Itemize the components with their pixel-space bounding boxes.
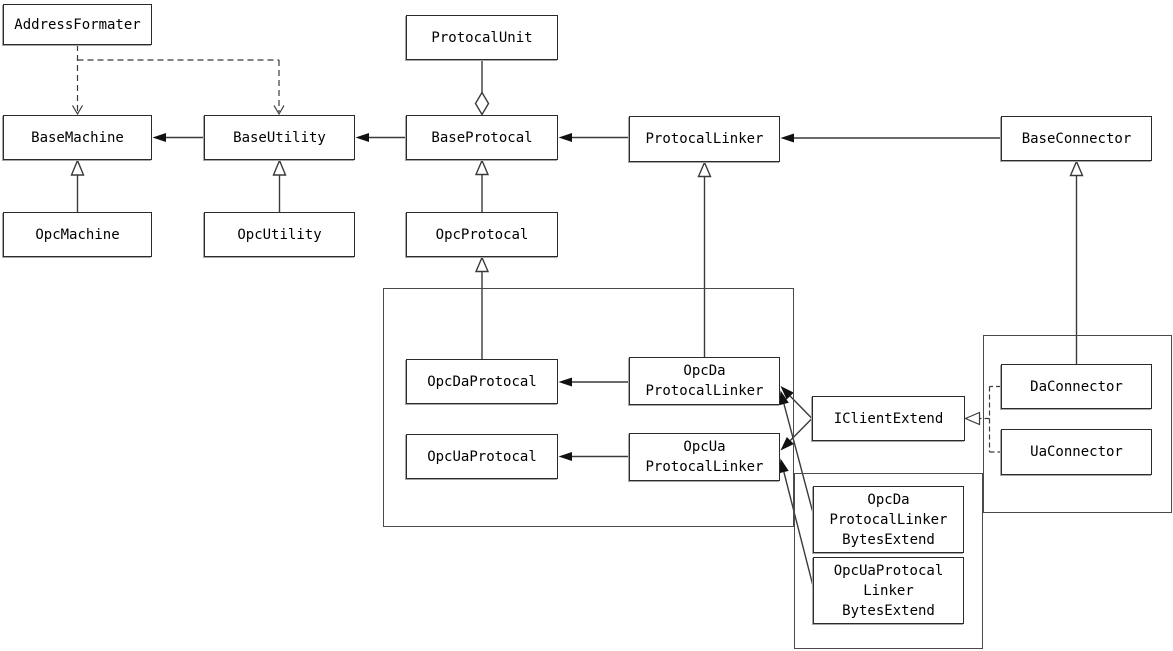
group-opc-protocal-implementations [383,288,794,527]
edge-opcdalinker-protocallinker [697,160,712,357]
class-box-opcdaprotocallinkerbytesextend: OpcDa ProtocalLinker BytesExtend [813,486,964,553]
class-label: BaseUtility [233,129,326,146]
class-box-baseutility: BaseUtility [204,115,355,160]
edge-opcdabytesextend-opcdalinker [779,390,814,514]
class-box-opcdaprotocallinker: OpcDa ProtocalLinker [629,357,780,405]
edge-addressformater-baseutility [77,59,285,116]
edge-baseutility-basemachine [152,133,204,142]
class-label: ProtocalLinker [645,383,764,399]
class-box-protocalunit: ProtocalUnit [406,15,558,60]
class-label: OpcDa [683,363,726,379]
class-box-opcmachine: OpcMachine [3,212,152,257]
edge-opcdaprotocal-opcprotocal [474,255,490,359]
class-label: IClientExtend [833,410,944,427]
edge-daconnector-baseconnector [1069,159,1084,364]
class-label: ProtocalLinker [829,511,948,528]
edge-addressformater-basemachine [71,45,84,116]
edge-opcualinker-opcuaprotocal [558,452,629,461]
class-box-protocallinker: ProtocalLinker [629,116,780,162]
class-box-opcdaprotocal: OpcDaProtocal [406,359,558,404]
class-box-opcuaprotocallinker: OpcUa ProtocalLinker [629,433,780,481]
class-box-uaconnector: UaConnector [1001,429,1152,475]
edge-protocalunit-baseprotocal [474,60,490,116]
class-label: ProtocalUnit [431,29,533,46]
edge-opcmachine-basemachine [70,158,85,212]
group-bytes-extend-linkers [794,473,983,649]
class-label: OpcUaProtocal [833,562,944,579]
class-label: OpcUtility [237,226,322,243]
class-box-iclientextend: IClientExtend [812,396,965,441]
class-box-addressformater: AddressFormater [3,4,152,45]
class-box-opcutility: OpcUtility [204,212,355,257]
class-label: BaseMachine [31,129,124,146]
class-label: DaConnector [1030,378,1123,395]
class-label: ProtocalLinker [645,131,764,147]
class-label: AddressFormater [14,16,141,33]
group-connectors [983,335,1172,513]
class-label: Linker [863,582,914,599]
edge-baseconnector-protocallinker [780,133,1001,143]
class-label: UaConnector [1030,444,1123,460]
edge-connectors-iclientextend [963,385,1001,453]
class-label: BytesExtend [842,602,935,619]
class-label: OpcMachine [35,226,120,243]
class-label: OpcDa [867,491,910,508]
edge-protocallinker-baseprotocal [558,133,629,142]
class-label: OpcProtocal [435,226,529,243]
edge-opcdalinker-opcdaprotocal [558,377,629,387]
class-label: OpcUaProtocal [427,448,537,465]
class-label: ProtocalLinker [645,459,764,475]
edge-opcprotocal-baseprotocal [474,158,490,212]
class-label: OpcUa [683,439,726,455]
class-label: BaseProtocal [431,129,533,146]
edge-baseprotocal-baseutility [355,133,406,142]
class-box-opcuaprotocal: OpcUaProtocal [406,434,558,479]
edge-opcuabytesextend-opcualinker [779,458,814,587]
class-box-opcprotocal: OpcProtocal [406,212,558,257]
class-box-daconnector: DaConnector [1001,364,1152,409]
edge-opcutility-baseutility [272,158,287,212]
class-box-opcuaprotocallinkerbytesextend: OpcUaProtocal Linker BytesExtend [813,557,964,624]
class-box-baseprotocal: BaseProtocal [406,115,558,160]
class-label: OpcDaProtocal [427,373,537,390]
class-label: BaseConnector [1021,130,1132,147]
class-box-basemachine: BaseMachine [3,115,152,160]
class-box-baseconnector: BaseConnector [1001,116,1152,161]
class-label: BytesExtend [842,531,935,548]
